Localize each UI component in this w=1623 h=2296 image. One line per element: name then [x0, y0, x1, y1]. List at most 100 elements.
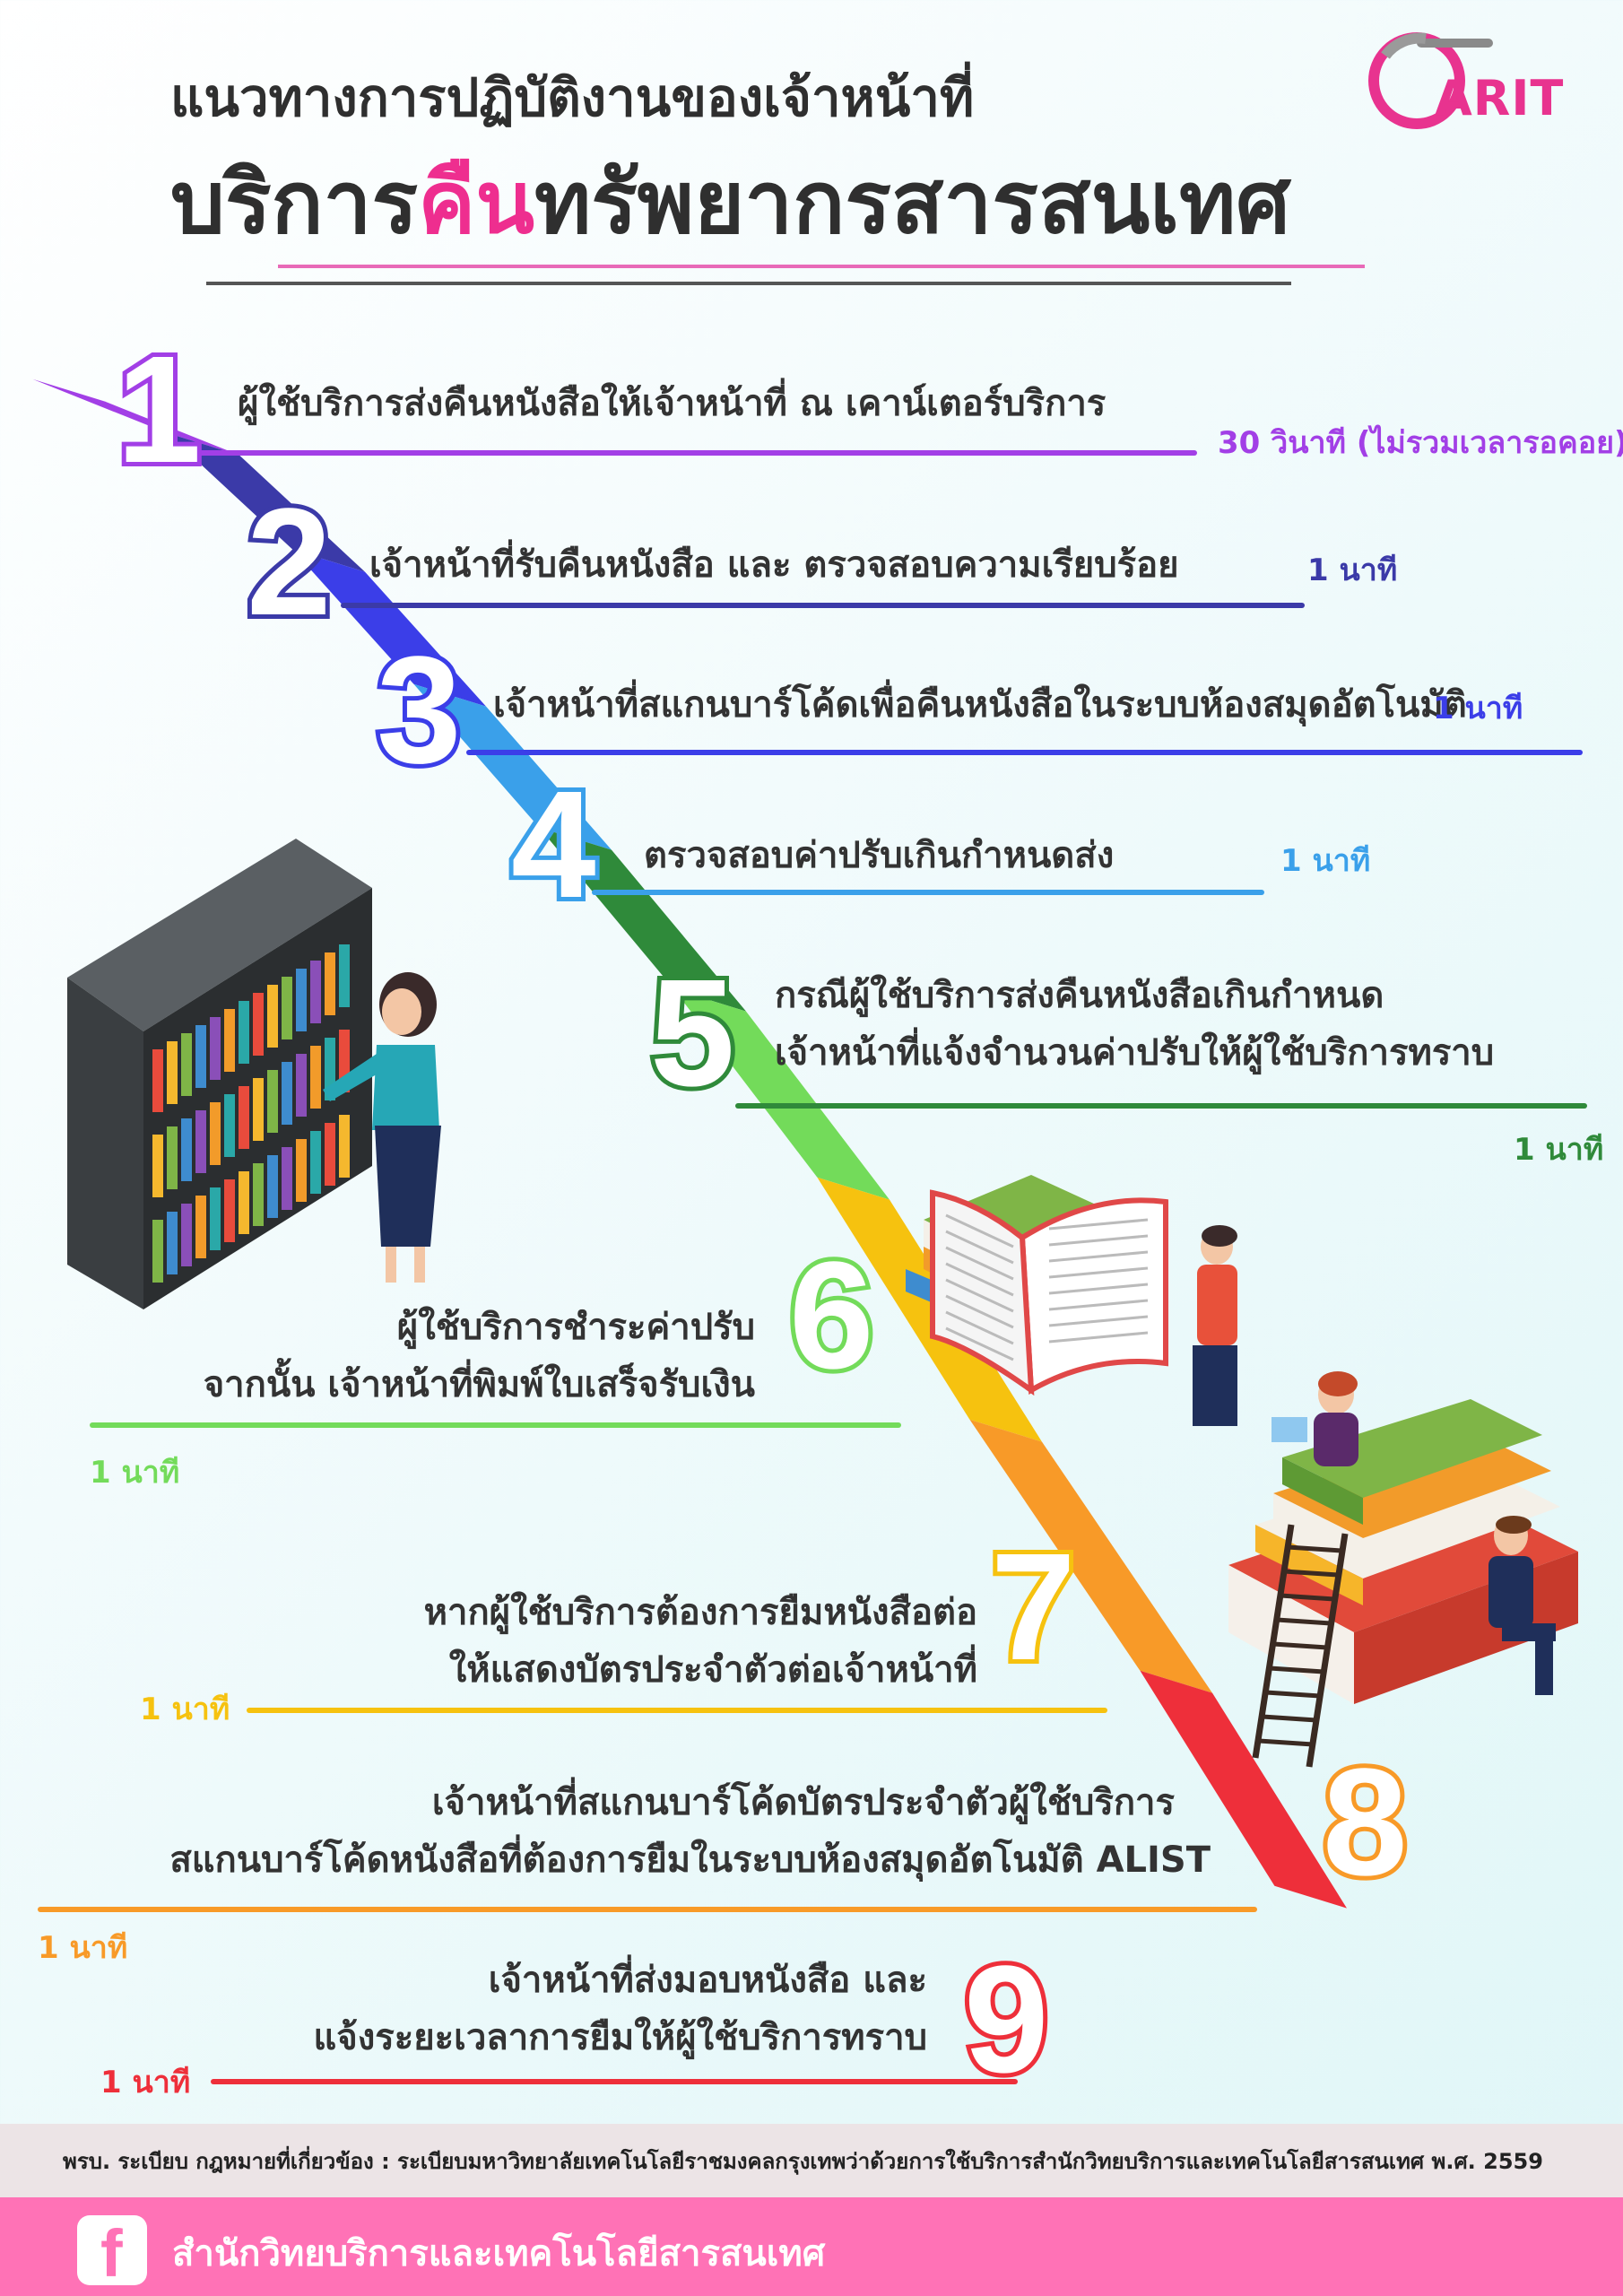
shelf-book	[239, 1171, 249, 1234]
shelf-book	[152, 1135, 163, 1197]
step-8-time: 1 นาที	[38, 1930, 128, 1966]
step-5-text-line2: เจ้าหน้าที่แจ้งจำนวนค่าปรับให้ผู้ใช้บริก…	[775, 1032, 1495, 1074]
shelf-book	[339, 1115, 350, 1178]
ribbon-segment-3	[292, 549, 486, 707]
book-stack-illustration	[1228, 1371, 1578, 1768]
step-2-time: 1 นาที	[1307, 552, 1398, 588]
shelf-book	[195, 1110, 206, 1173]
shelf-book	[167, 1126, 178, 1189]
staircase-ribbon	[32, 378, 1347, 1909]
shelf-book	[210, 1102, 221, 1165]
shelf-book	[195, 1025, 206, 1088]
step-9-text-line2: แจ้งระยะเวลาการยืมให้ผู้ใช้บริการทราบ	[313, 2017, 927, 2058]
step-2-text: เจ้าหน้าที่รับคืนหนังสือ และ ตรวจสอบความ…	[369, 544, 1179, 586]
ribbon-segment-9	[1140, 1670, 1347, 1909]
ribbon-segment-4	[413, 683, 612, 850]
shelf-book	[253, 993, 264, 1056]
step-9-line	[211, 2079, 1018, 2084]
ribbon-segment-8	[969, 1419, 1212, 1693]
shelf-book	[239, 1086, 249, 1149]
ribbon-segment-1	[32, 378, 240, 456]
title-part-a: บริการ	[170, 152, 419, 253]
ribbon-segment-5	[539, 827, 746, 1012]
shelf-book	[253, 1163, 264, 1226]
shelf-book	[310, 961, 321, 1023]
shelf-book	[325, 952, 335, 1015]
step-4-text: ตรวจสอบค่าปรับเกินกำหนดส่ง	[644, 835, 1115, 876]
step-2-line	[341, 603, 1305, 608]
step-1-text: ผู้ใช้บริการส่งคืนหนังสือให้เจ้าหน้าที่ …	[238, 383, 1107, 424]
shelf-book	[282, 1062, 292, 1125]
step-9-time: 1 นาที	[100, 2065, 191, 2100]
step-5-line	[735, 1103, 1587, 1109]
shelf-book	[267, 1070, 278, 1133]
step-6-text-line2: จากนั้น เจ้าหน้าที่พิมพ์ใบเสร็จรับเงิน	[203, 1364, 755, 1405]
title-highlight: คืน	[418, 152, 534, 253]
step-6-line	[90, 1422, 901, 1428]
step-8-text-line1: เจ้าหน้าที่สแกนบาร์โค้ดบัตรประจำตัวผู้ใช…	[431, 1782, 1175, 1823]
shelf-book	[167, 1041, 178, 1104]
facebook-icon[interactable]: f	[77, 2215, 147, 2291]
shelf-book	[181, 1204, 192, 1266]
step-1-time: 30 วินาที (ไม่รวมเวลารอคอย)	[1218, 425, 1623, 461]
shelf-book	[224, 1009, 235, 1072]
step-7-text-line1: หากผู้ใช้บริการต้องการยืมหนังสือต่อ	[423, 1592, 977, 1633]
step-3-time: 1 นาที	[1433, 691, 1523, 726]
title-underline-pink	[278, 265, 1365, 268]
step-8-line	[38, 1907, 1257, 1912]
organization-name: สำนักวิทยบริการและเทคโนโลยีสารสนเทศ	[172, 2233, 826, 2274]
shelf-book	[339, 944, 350, 1007]
step-7-line	[247, 1708, 1107, 1713]
ribbon-segment-6	[673, 988, 890, 1200]
title-part-b: ทรัพยากรสารสนเทศ	[534, 152, 1291, 253]
step-5-time: 1 นาที	[1514, 1132, 1604, 1168]
step-9-text-line1: เจ้าหน้าที่ส่งมอบหนังสือ และ	[488, 1960, 927, 2001]
shelf-book	[181, 1033, 192, 1096]
ribbon-segment-2	[167, 432, 365, 572]
shelf-book	[296, 1139, 307, 1202]
shelf-book	[152, 1049, 163, 1112]
step-8-text-line2: สแกนบาร์โค้ดหนังสือที่ต้องการยืมในระบบห้…	[169, 1839, 1211, 1881]
shelf-book	[296, 1054, 307, 1117]
step-3-text: เจ้าหน้าที่สแกนบาร์โค้ดเพื่อคืนหนังสือใน…	[493, 684, 1467, 726]
shelf-book	[296, 969, 307, 1031]
ribbon-segment-7	[817, 1177, 1042, 1442]
step-1-line	[197, 450, 1197, 456]
shelf-book	[224, 1094, 235, 1157]
bookshelf-illustration	[67, 839, 372, 1309]
regulation-note: พรบ. ระเบียบ กฎหมายที่เกี่ยวข้อง : ระเบี…	[0, 2124, 1623, 2197]
shelf-book	[224, 1179, 235, 1242]
shelf-book	[239, 1001, 249, 1064]
shelf-book	[181, 1118, 192, 1181]
librarian-woman-illustration	[323, 972, 441, 1283]
shelf-book	[282, 977, 292, 1039]
shelf-book	[267, 985, 278, 1048]
page-title-line1: แนวทางการปฏิบัติงานของเจ้าหน้าที่	[170, 67, 975, 128]
step-6-text-line1: ผู้ใช้บริการชำระค่าปรับ	[396, 1307, 755, 1348]
shelf-book	[267, 1155, 278, 1218]
page-title-line2: บริการคืนทรัพยากรสารสนเทศ	[170, 135, 1290, 271]
shelf-book	[282, 1147, 292, 1210]
step-7-time: 1 นาที	[140, 1692, 230, 1727]
step-4-line	[592, 890, 1264, 895]
open-book-illustration	[906, 1175, 1237, 1426]
shelf-book	[195, 1196, 206, 1258]
shelf-book	[167, 1212, 178, 1274]
step-4-time: 1 นาที	[1280, 843, 1371, 879]
logo-text: ARIT	[1435, 70, 1565, 126]
regulation-text: พรบ. ระเบียบ กฎหมายที่เกี่ยวข้อง : ระเบี…	[63, 2149, 1543, 2174]
shelf-book	[210, 1187, 221, 1250]
shelf-book	[310, 1046, 321, 1109]
title-underline-dark	[206, 282, 1291, 285]
shelf-book	[210, 1017, 221, 1080]
arit-logo-icon	[1368, 32, 1493, 129]
step-6-time: 1 นาที	[90, 1455, 180, 1491]
shelf-book	[325, 1123, 335, 1186]
footer-bar: f สำนักวิทยบริการและเทคโนโลยีสารสนเทศ	[0, 2197, 1623, 2296]
shelf-book	[310, 1131, 321, 1194]
step-7-text-line2: ให้แสดงบัตรประจำตัวต่อเจ้าหน้าที่	[448, 1649, 977, 1691]
shelf-book	[152, 1220, 163, 1283]
step-5-text-line1: กรณีผู้ใช้บริการส่งคืนหนังสือเกินกำหนด	[775, 975, 1384, 1016]
